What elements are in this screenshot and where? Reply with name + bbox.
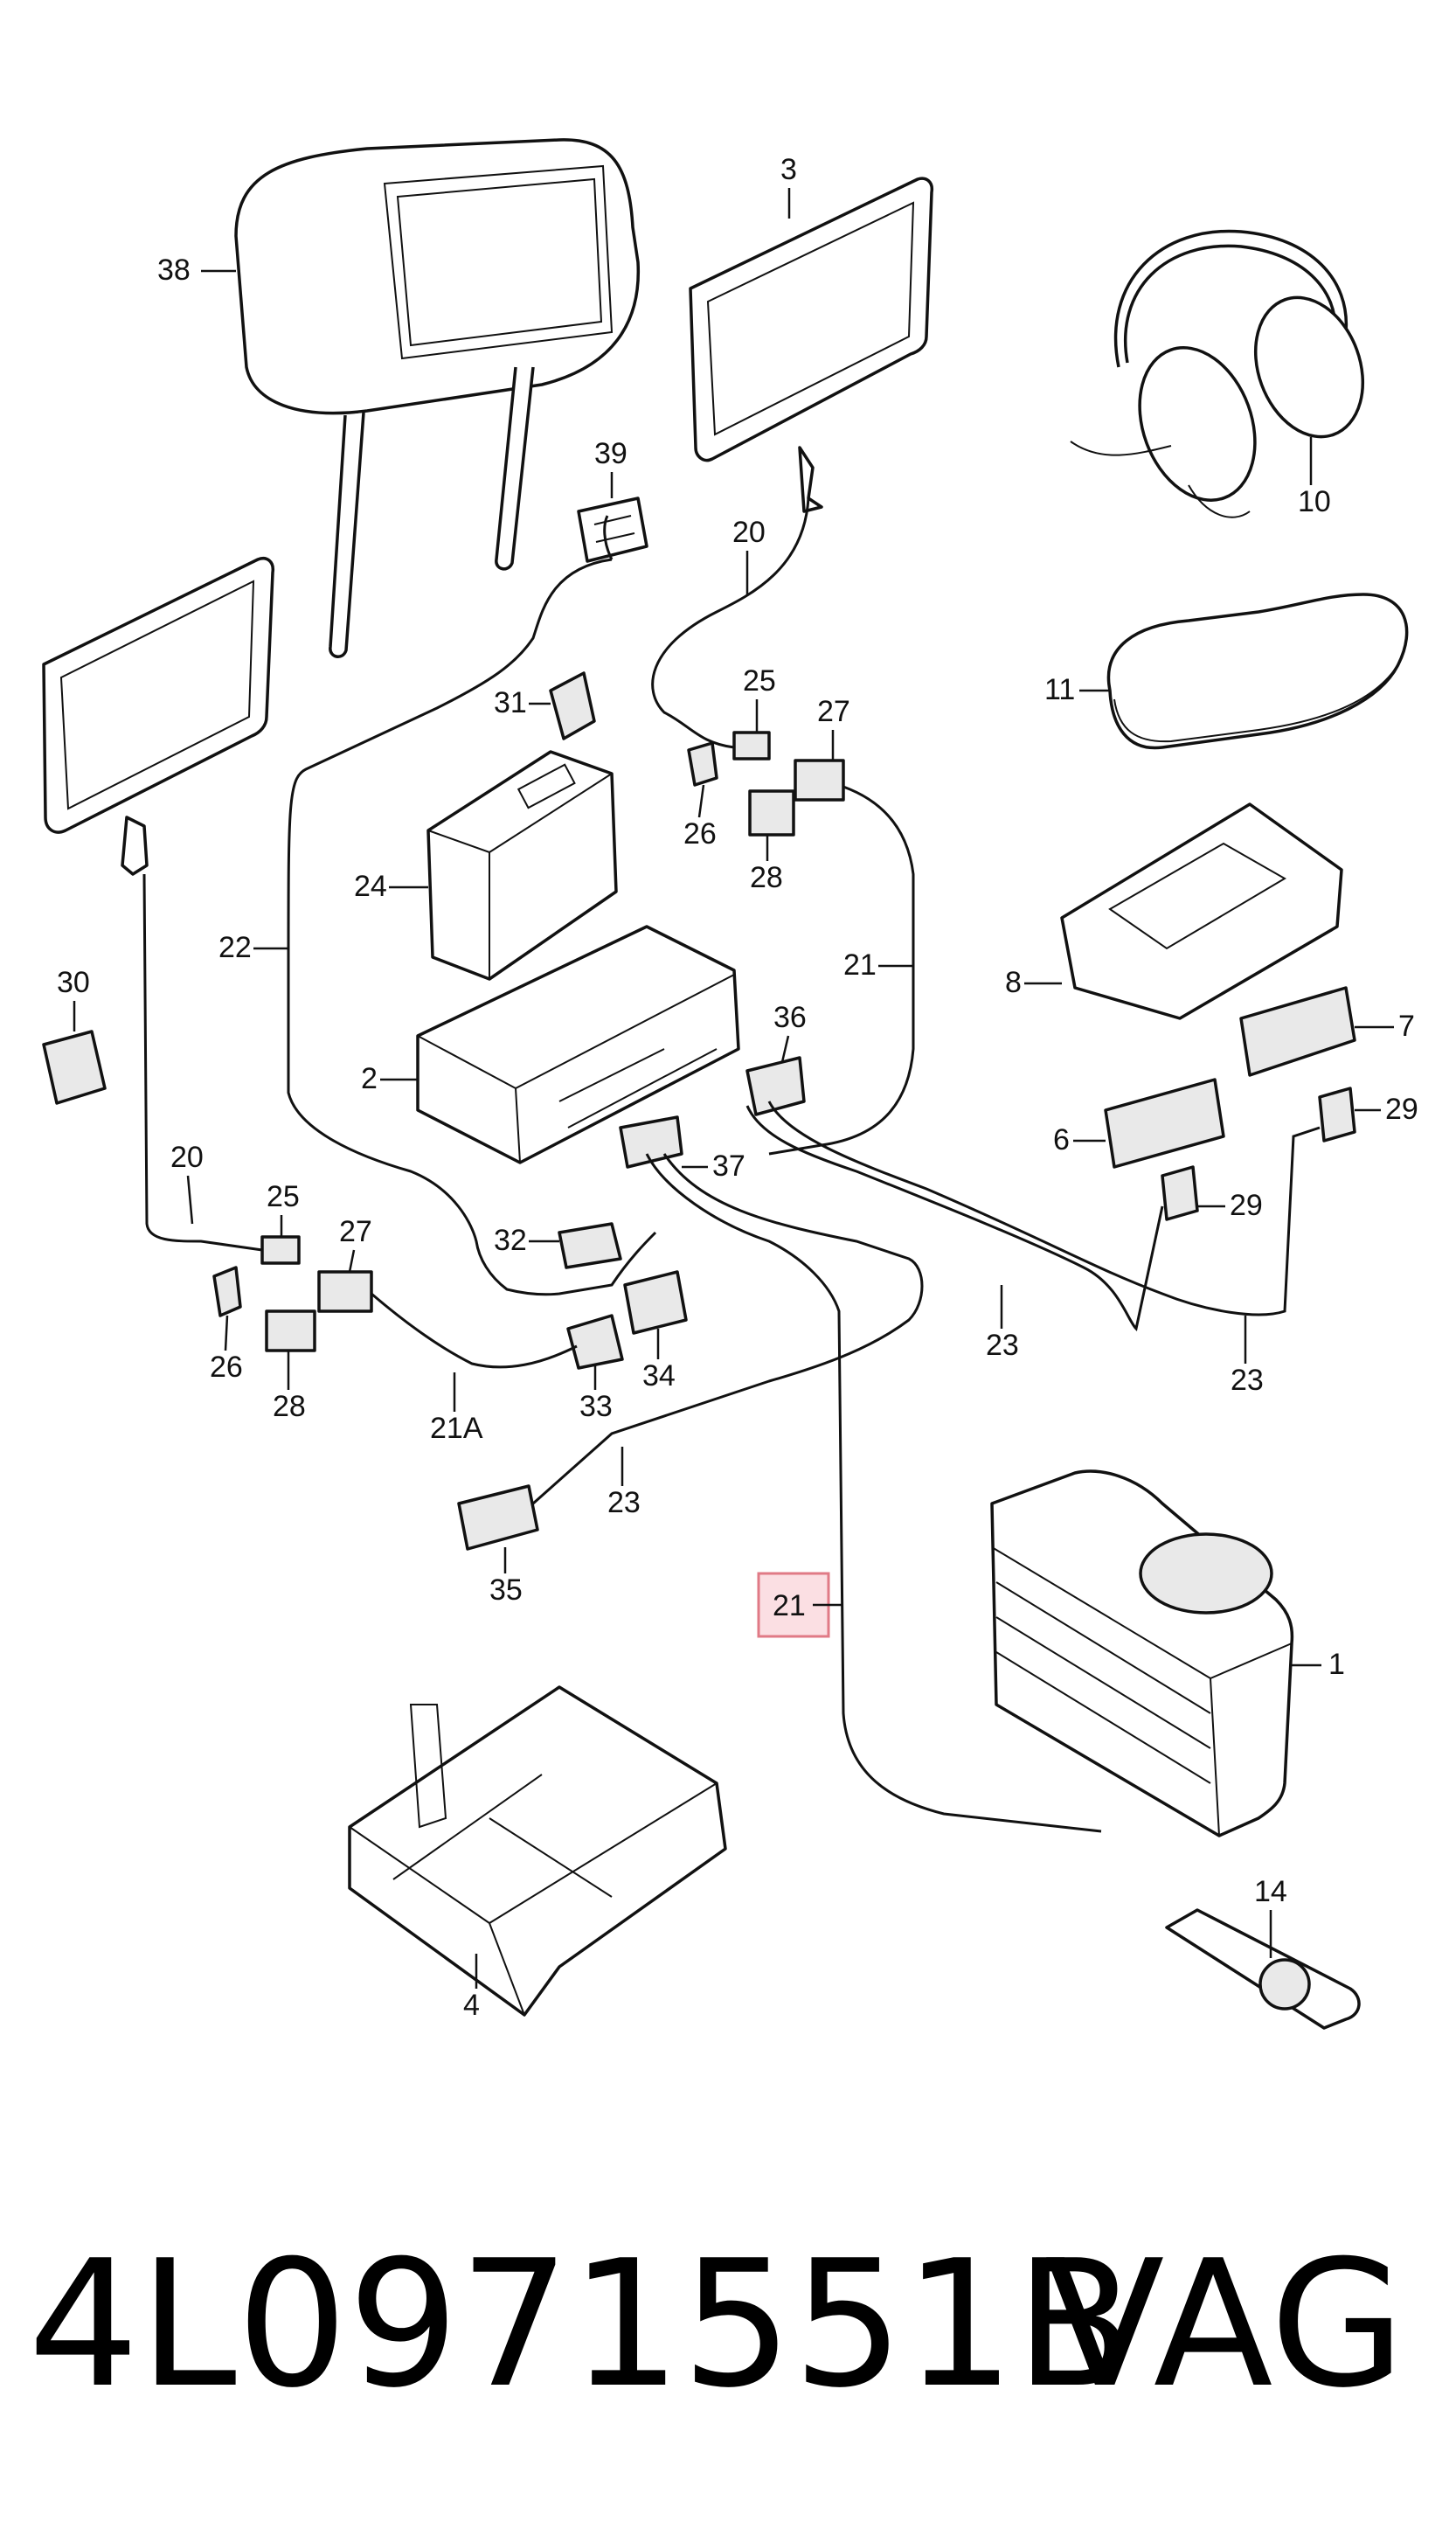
callout-25-upper: 25: [743, 664, 776, 698]
callout-27-lower: 27: [339, 1215, 372, 1248]
control-unit-2: [416, 925, 740, 1164]
connector-25-upper: [732, 731, 771, 761]
callout-labels: 38 3 10 39 20 11 31 25 27 26 28 24 22 21…: [57, 153, 1418, 2022]
callout-26-upper: 26: [683, 817, 717, 851]
callout-25-lower: 25: [267, 1180, 300, 1213]
callout-36: 36: [773, 1001, 807, 1034]
relay-30: [42, 1030, 107, 1105]
callout-29-upper: 29: [1385, 1093, 1418, 1126]
callout-23-lower: 23: [607, 1486, 641, 1519]
connector-27-lower: [317, 1270, 373, 1313]
callout-32: 32: [494, 1224, 527, 1257]
connector-25-lower: [260, 1235, 301, 1265]
connector-26-lower: [212, 1266, 242, 1317]
switch-7: [1239, 986, 1356, 1077]
callout-6: 6: [1053, 1123, 1070, 1156]
connector-28-upper: [748, 789, 795, 837]
callout-28-upper: 28: [750, 861, 783, 894]
connector-35: [457, 1484, 539, 1551]
connector-33: [566, 1314, 624, 1370]
connector-39: [577, 497, 648, 563]
callout-37: 37: [712, 1149, 745, 1183]
callout-29-lower: 29: [1230, 1189, 1263, 1222]
callout-10: 10: [1298, 485, 1331, 518]
module-24: [426, 750, 618, 981]
callout-8: 8: [1005, 966, 1022, 999]
callout-21-mid: 21: [843, 948, 877, 982]
callout-2: 2: [361, 1062, 378, 1095]
connector-26-upper: [687, 741, 718, 787]
highlighted-callout-21[interactable]: 21: [757, 1572, 842, 1638]
connector-27-upper: [794, 759, 845, 802]
brand-label: VAG: [1044, 2223, 1405, 2427]
callout-31: 31: [494, 686, 527, 719]
callout-26-lower: 26: [210, 1351, 243, 1384]
callout-23-mid: 23: [986, 1329, 1019, 1362]
connector-36: [745, 1056, 806, 1116]
callout-34: 34: [642, 1359, 676, 1393]
callout-35: 35: [489, 1573, 523, 1607]
monitor-3-top: [689, 177, 934, 513]
callout-30: 30: [57, 966, 90, 999]
connector-32: [558, 1222, 622, 1269]
connector-28-lower: [265, 1309, 316, 1352]
case-11: [1106, 593, 1409, 750]
callout-20-lower: 20: [170, 1141, 204, 1174]
bracket-8: [1060, 802, 1343, 1020]
connector-37: [619, 1115, 683, 1169]
callout-4: 4: [463, 1989, 480, 2022]
connector-29-upper: [1318, 1087, 1356, 1143]
callout-22: 22: [218, 931, 252, 964]
callout-14: 14: [1254, 1875, 1287, 1908]
connector-31: [549, 671, 596, 740]
callout-38: 38: [157, 254, 191, 287]
callout-21A: 21A: [430, 1412, 483, 1445]
callout-20-top: 20: [732, 516, 766, 549]
callout-23-right: 23: [1231, 1364, 1264, 1397]
main-unit-1: [990, 1469, 1294, 1837]
callout-3-top: 3: [780, 153, 797, 186]
monitor-3-left: [42, 557, 275, 876]
callout-39: 39: [594, 437, 627, 470]
callout-1: 1: [1328, 1648, 1345, 1681]
callout-11: 11: [1044, 673, 1075, 706]
remote-14: [1165, 1908, 1361, 2030]
part-number: 4L0971551B: [28, 2223, 1135, 2427]
callout-27-upper: 27: [817, 695, 850, 728]
callout-21-highlighted: 21: [773, 1589, 806, 1622]
connector-34: [623, 1270, 688, 1335]
callout-7: 7: [1398, 1010, 1415, 1043]
callout-24: 24: [354, 870, 387, 903]
callout-28-lower: 28: [273, 1390, 306, 1423]
connector-29-lower: [1161, 1165, 1199, 1221]
wiring: [142, 497, 1321, 1833]
bracket-4: [348, 1685, 727, 2017]
switch-6: [1104, 1078, 1225, 1169]
headphones-10: [1070, 229, 1365, 518]
headrest-38: [234, 138, 641, 658]
callout-33: 33: [579, 1390, 613, 1423]
